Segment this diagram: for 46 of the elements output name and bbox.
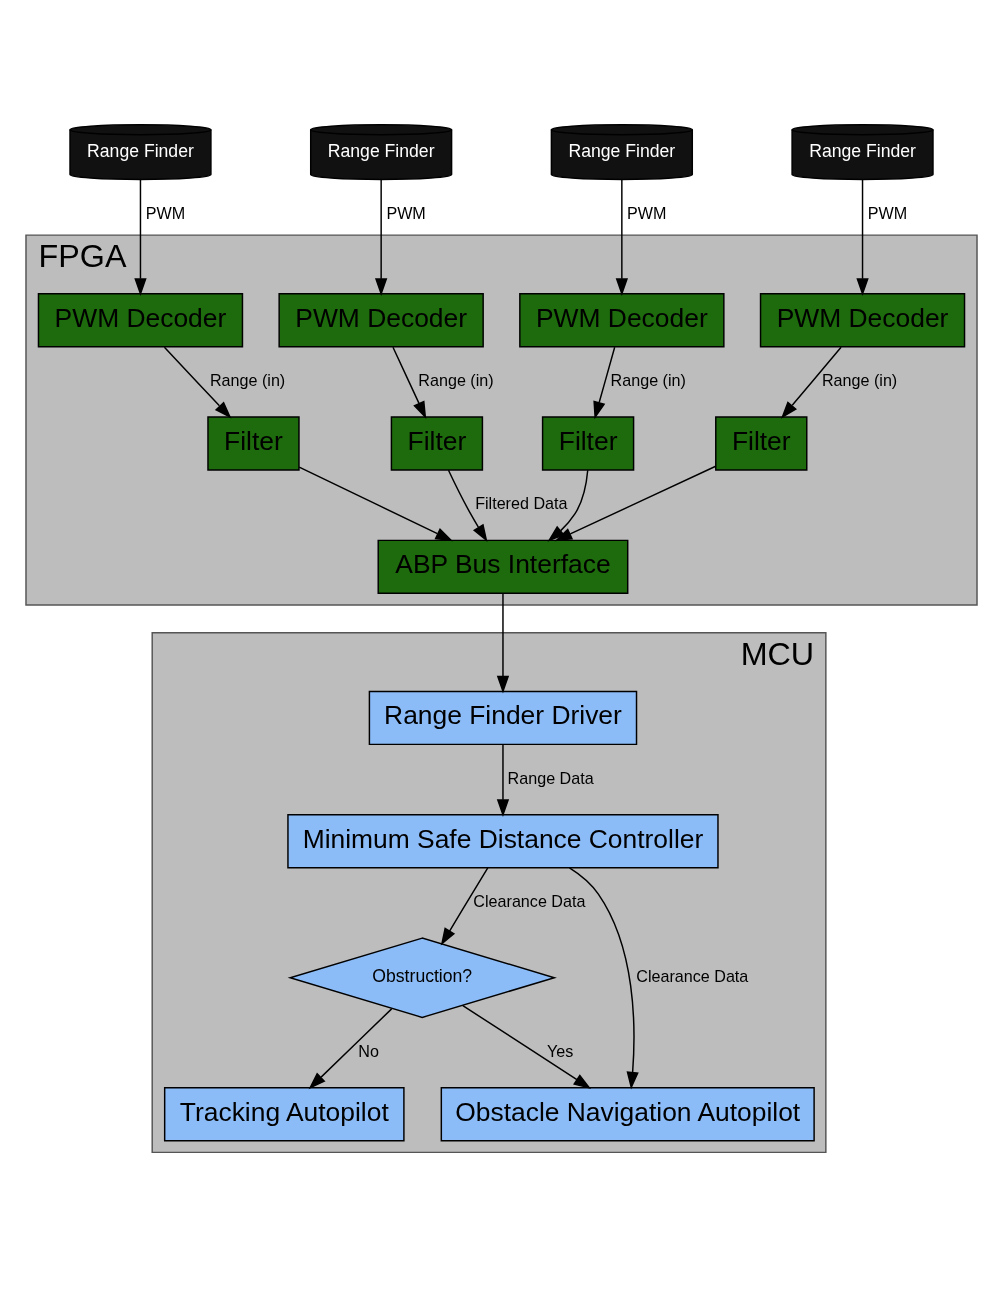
- arrow: [308, 1008, 393, 1090]
- node-box: Range Finder Driver: [368, 690, 638, 746]
- edge-label: PWM: [386, 203, 426, 222]
- node-box: PWM Decoder: [278, 293, 484, 348]
- node-box: ABP Bus Interface: [377, 539, 629, 594]
- arrow: [462, 1004, 592, 1089]
- arrow: [392, 346, 427, 419]
- arrow: [163, 346, 232, 419]
- edge-label: Range (in): [821, 370, 898, 389]
- edge-label: Range Data: [507, 768, 594, 787]
- edge-label: Filtered Data: [475, 494, 568, 513]
- node-box: Tracking Autopilot: [163, 1087, 405, 1142]
- edge-label: Range (in): [418, 370, 494, 389]
- edge-label: PWM: [145, 203, 186, 222]
- arrow: [615, 178, 628, 296]
- node-box: Filter: [390, 416, 484, 471]
- arrow: [440, 867, 489, 946]
- arrow: [554, 465, 717, 542]
- arrow: [780, 346, 842, 419]
- arrow: [496, 744, 510, 817]
- arrow: [856, 178, 869, 296]
- node-diamond: Obstruction?: [287, 937, 557, 1019]
- edge-label: PWM: [867, 203, 908, 222]
- arrow: [547, 469, 589, 542]
- edge-label: Clearance Data: [636, 966, 749, 985]
- edge-label: PWM: [627, 203, 667, 222]
- arrow: [447, 469, 488, 542]
- node-box: PWM Decoder: [519, 293, 725, 348]
- node-box: Filter: [541, 416, 635, 471]
- arrow: [134, 178, 147, 296]
- arrow: [298, 466, 454, 542]
- edge-label: Clearance Data: [473, 892, 586, 910]
- node-box: Minimum Safe Distance Controller: [287, 814, 719, 869]
- node-box: Filter: [715, 416, 808, 471]
- arrow: [496, 592, 510, 694]
- edge-label: No: [358, 1041, 379, 1060]
- edge-label: Yes: [547, 1041, 574, 1060]
- edge-label: Range (in): [209, 370, 286, 389]
- arrow: [375, 178, 388, 296]
- node-box: PWM Decoder: [759, 293, 966, 348]
- node-box: Filter: [207, 416, 300, 471]
- edge-label: Range (in): [610, 370, 686, 389]
- arrow: [568, 867, 639, 1090]
- node-box: PWM Decoder: [37, 293, 244, 348]
- node-box: Obstacle Navigation Autopilot: [440, 1087, 815, 1142]
- arrow: [593, 346, 616, 420]
